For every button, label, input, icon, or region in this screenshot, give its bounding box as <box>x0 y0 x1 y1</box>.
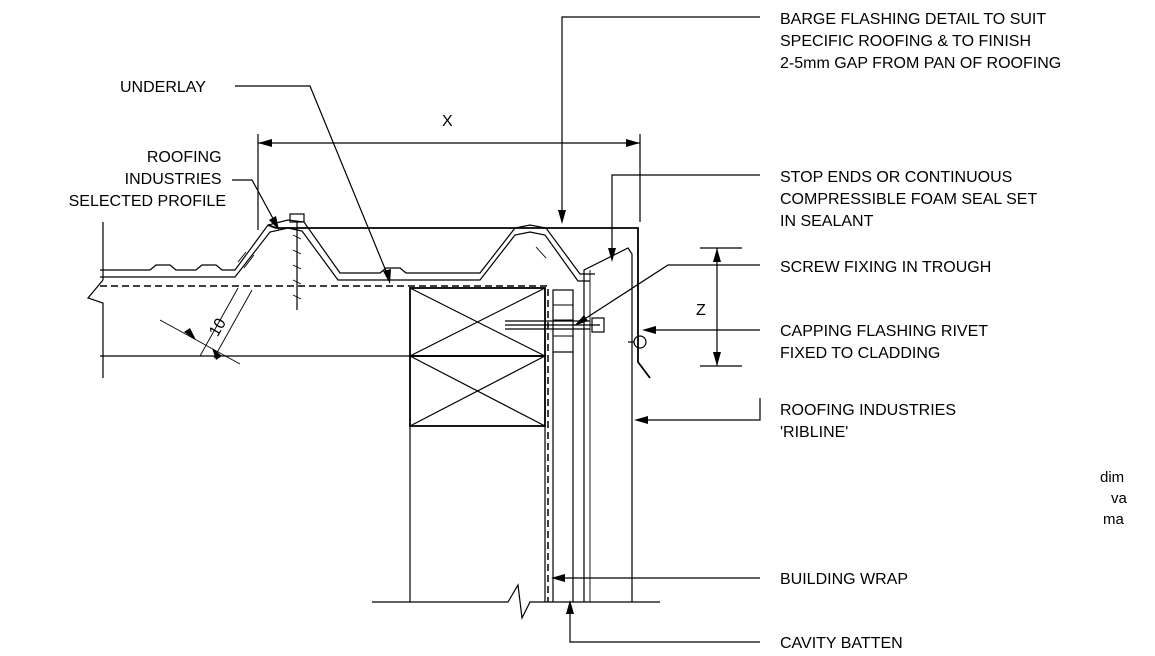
leader-capping-rivet <box>642 326 760 334</box>
dimension-x: X <box>257 113 641 230</box>
trough-screw <box>505 317 605 333</box>
label-barge-flashing: BARGE FLASHING DETAIL TO SUIT SPECIFIC R… <box>780 11 1061 72</box>
leader-ribline <box>634 398 761 424</box>
leader-roofing-profile <box>232 179 279 230</box>
timber-blocks <box>409 287 546 602</box>
label-screw-fixing: SCREW FIXING IN TROUGH <box>780 259 991 276</box>
barge-flashing <box>267 224 651 379</box>
dim-x-label: X <box>442 113 453 130</box>
label-underlay: UNDERLAY <box>120 79 206 96</box>
dimension-ten: 10 <box>159 287 253 365</box>
roof-screw <box>289 213 305 310</box>
dim-ten-label: 10 <box>206 316 230 340</box>
dimension-z: Z <box>696 247 742 367</box>
ground-line <box>372 583 660 621</box>
label-ribline: ROOFING INDUSTRIES 'RIBLINE' <box>780 402 960 441</box>
leader-underlay <box>235 85 391 284</box>
roof-sheet <box>100 219 595 282</box>
label-stop-ends: STOP ENDS OR CONTINUOUS COMPRESSIBLE FOA… <box>780 169 1041 230</box>
leader-cavity-batten <box>566 600 760 643</box>
underlay-line <box>100 285 549 602</box>
label-cavity-batten: CAVITY BATTEN <box>780 635 903 652</box>
label-roofing-profile: ROOFING INDUSTRIES SELECTED PROFILE <box>69 149 226 210</box>
leader-building-wrap <box>551 574 760 582</box>
label-capping-rivet: CAPPING FLASHING RIVET FIXED TO CLADDING <box>780 323 992 362</box>
dim-z-label: Z <box>696 302 706 319</box>
label-building-wrap: BUILDING WRAP <box>780 571 908 588</box>
rafter-lines <box>86 222 410 378</box>
leader-screw-fixing <box>574 264 760 326</box>
cavity-and-cladding <box>552 247 633 602</box>
side-note-fragment: dim va ma <box>1100 469 1131 528</box>
leader-barge-flashing <box>558 16 760 224</box>
rivet <box>628 335 647 349</box>
leader-stop-ends <box>608 174 760 262</box>
